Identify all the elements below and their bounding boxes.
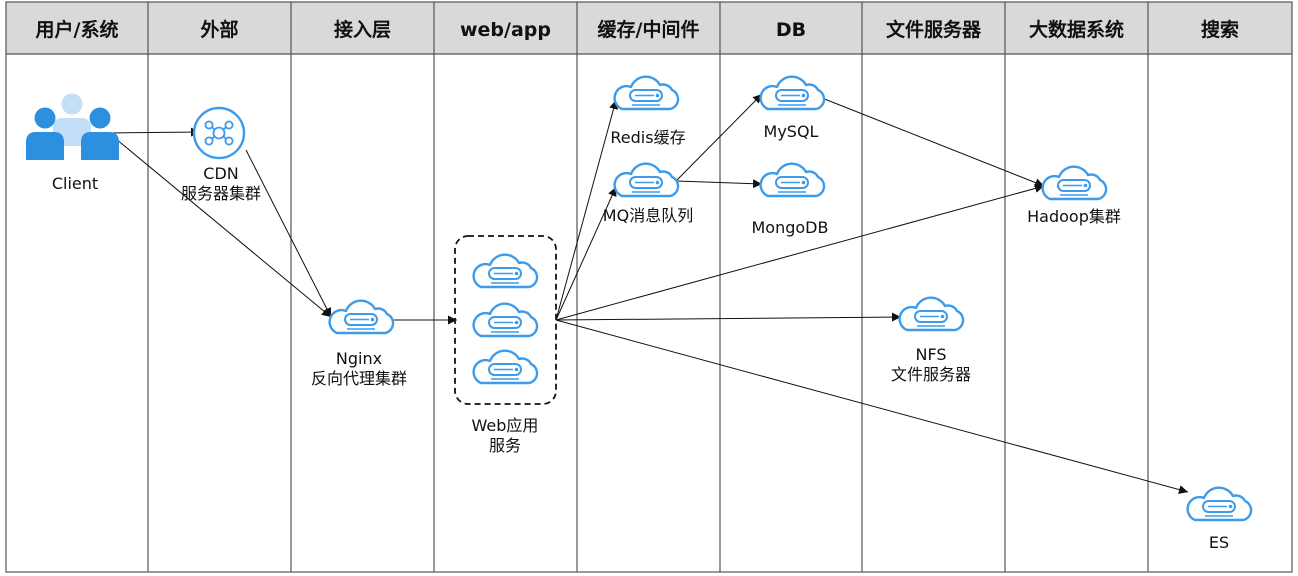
cloud-server-icon bbox=[1186, 486, 1253, 522]
cloud-server-icon bbox=[328, 299, 395, 335]
node-label-mq: MQ消息队列 bbox=[603, 206, 693, 225]
swimlanes: 用户/系统 外部 接入层 web/app 缓存/中间件 DB 文件服务器 大数据系统 搜索 bbox=[36, 2, 1239, 572]
node-redis: Redis缓存 bbox=[610, 75, 686, 147]
lane-header: 接入层 bbox=[334, 19, 391, 41]
node-label-mysql: MySQL bbox=[764, 122, 819, 141]
node-label-hadoop: Hadoop集群 bbox=[1027, 207, 1121, 226]
node-label-es: ES bbox=[1209, 533, 1229, 552]
users-icon bbox=[26, 93, 119, 160]
cloud-server-icon bbox=[1041, 165, 1108, 201]
node-label-mongodb: MongoDB bbox=[752, 218, 829, 237]
node-label-web: 服务 bbox=[489, 436, 521, 455]
node-label-client: Client bbox=[52, 174, 98, 193]
edge-web-to-hadoop bbox=[555, 184, 1045, 321]
cloud-server-icon bbox=[472, 302, 539, 338]
node-label-nfs: NFS bbox=[915, 345, 946, 364]
edge-client-to-nginx bbox=[109, 133, 332, 318]
node-hadoop: Hadoop集群 bbox=[1027, 165, 1121, 226]
node-label-nginx: Nginx bbox=[336, 349, 382, 368]
lane-header: 大数据系统 bbox=[1029, 18, 1124, 41]
cloud-server-icon bbox=[759, 162, 826, 198]
node-label-redis: Redis缓存 bbox=[610, 128, 685, 147]
cloud-server-icon bbox=[898, 296, 965, 332]
lane-header: 搜索 bbox=[1201, 18, 1239, 41]
edge-cdn-to-nginx bbox=[245, 149, 332, 318]
node-es: ES bbox=[1186, 486, 1253, 552]
lane-header: 文件服务器 bbox=[886, 18, 982, 41]
edge-web-to-es bbox=[555, 319, 1189, 494]
edge-client-to-cdn bbox=[109, 127, 201, 137]
cloud-server-icon bbox=[472, 349, 539, 385]
node-label-nginx: 反向代理集群 bbox=[311, 369, 407, 388]
node-mq: MQ消息队列 bbox=[603, 162, 693, 225]
header-band bbox=[6, 2, 1292, 54]
cdn-hub-icon bbox=[192, 106, 246, 160]
cloud-server-icon bbox=[613, 162, 680, 198]
edge-web-to-nfs bbox=[555, 312, 902, 322]
cloud-server-icon bbox=[759, 75, 826, 111]
node-mongodb: MongoDB bbox=[752, 162, 829, 237]
lane-header: 用户/系统 bbox=[36, 18, 119, 41]
lane-header: DB bbox=[776, 19, 806, 41]
node-mysql: MySQL bbox=[759, 75, 826, 141]
cloud-server-icon bbox=[613, 75, 680, 111]
node-label-web: Web应用 bbox=[472, 416, 539, 435]
node-label-nfs: 文件服务器 bbox=[891, 365, 971, 384]
edge-mq-to-mongodb bbox=[675, 179, 763, 189]
edge-web-to-redis bbox=[555, 99, 618, 321]
cloud-server-icon bbox=[472, 253, 539, 289]
edges bbox=[109, 93, 1189, 494]
lane-header: 缓存/中间件 bbox=[598, 18, 700, 41]
edge-mq-to-mysql bbox=[675, 93, 763, 182]
diagram-frame bbox=[5, 1, 1293, 573]
edge-mysql-to-hadoop bbox=[821, 97, 1045, 187]
lane-header: web/app bbox=[460, 19, 551, 41]
node-label-cdn: CDN bbox=[203, 164, 238, 183]
edge-web-to-mq bbox=[555, 186, 617, 321]
lane-header: 外部 bbox=[200, 18, 238, 41]
node-client: Client bbox=[26, 93, 119, 193]
node-label-cdn: 服务器集群 bbox=[181, 184, 261, 203]
